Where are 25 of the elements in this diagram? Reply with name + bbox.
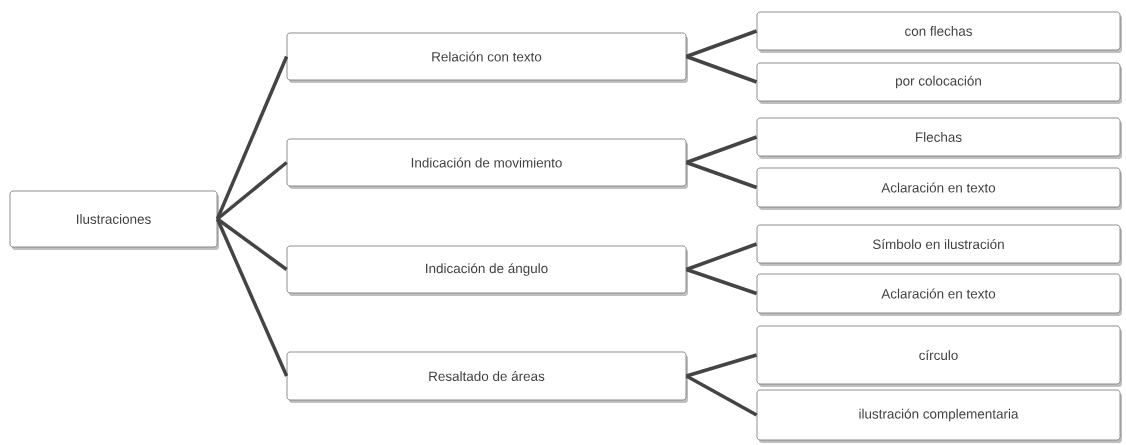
box: Relación con texto: [286, 32, 688, 83]
box: Aclaración en texto: [756, 167, 1122, 210]
connector: [685, 242, 758, 272]
box: Resaltado de áreas: [286, 351, 688, 403]
connector: [215, 218, 289, 377]
box: con flechas: [756, 11, 1122, 53]
box: Indicación de movimiento: [286, 138, 688, 189]
box: Ilustraciones: [9, 190, 219, 250]
connector: [216, 161, 288, 221]
box: círculo: [756, 325, 1122, 387]
connector: [685, 160, 758, 190]
box: Aclaración en texto: [756, 273, 1122, 316]
connector: [216, 217, 288, 271]
box: Flechas: [756, 117, 1122, 159]
connector: [685, 29, 758, 59]
connector: [685, 374, 758, 417]
connector: [685, 353, 758, 378]
box: por colocación: [756, 62, 1122, 104]
connector: [685, 135, 758, 165]
connector: [685, 54, 758, 84]
connector: [685, 267, 758, 296]
box: Símbolo en ilustración: [756, 224, 1122, 266]
connector: [215, 55, 289, 220]
box: Indicación de ángulo: [286, 245, 688, 296]
box: ilustración complementaria: [756, 389, 1122, 443]
